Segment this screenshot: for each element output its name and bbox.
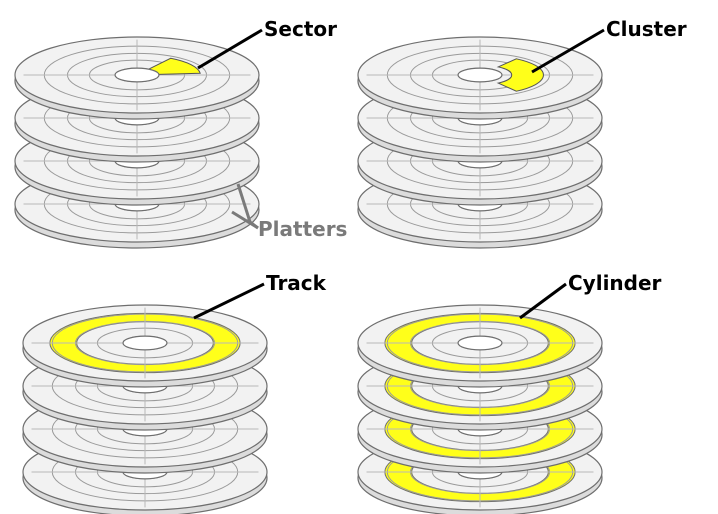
platters-leader-line-2 [231, 210, 259, 230]
sector-leader-line [197, 28, 263, 70]
track-label: Track [266, 271, 327, 295]
spindle-hole [114, 67, 160, 83]
sector-label: Sector [264, 17, 337, 41]
spindle-hole [122, 335, 168, 351]
platter [14, 36, 260, 120]
cylinder-disk-stack [357, 304, 603, 514]
cluster-disk-stack [357, 36, 603, 249]
track-disk-stack [22, 304, 268, 514]
platter [22, 304, 268, 388]
platter [357, 36, 603, 120]
cylinder-label: Cylinder [568, 271, 662, 295]
spindle-hole [457, 335, 503, 351]
cluster-highlight [496, 58, 544, 92]
sector-disk-stack [14, 36, 260, 249]
track-leader-line [193, 282, 265, 320]
cylinder-leader-line [519, 282, 567, 320]
platters-label: Platters [258, 217, 347, 241]
spindle-hole [457, 67, 503, 83]
platter [357, 304, 603, 388]
cluster-leader-line [531, 28, 605, 74]
cluster-label: Cluster [606, 17, 687, 41]
